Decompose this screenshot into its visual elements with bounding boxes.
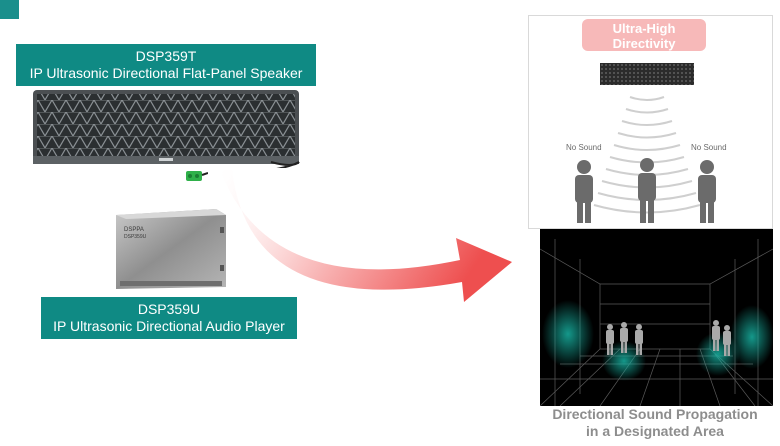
room-person-icon [620,322,628,353]
no-sound-right-label: No Sound [691,143,727,152]
person-left-icon [575,160,593,223]
speaker-image [33,90,300,168]
person-center-icon [638,158,656,223]
mini-speaker-icon [600,63,694,85]
room-person-icon [635,324,643,355]
speaker-label: DSP359T IP Ultrasonic Directional Flat-P… [16,44,316,86]
player-model: DSP359U [137,301,201,317]
badge-line-2: Directivity [612,36,676,51]
directivity-illustration [575,63,716,223]
speaker-description: IP Ultrasonic Directional Flat-Panel Spe… [29,65,303,81]
badge-line-1: Ultra-High [612,21,676,36]
person-right-icon [698,160,716,223]
audio-player-image: DSPPA DSP359U [116,209,226,289]
player-model-text: DSP359U [124,234,147,240]
player-label: DSP359U IP Ultrasonic Directional Audio … [41,297,297,339]
room-person-icon [606,324,614,355]
caption-line-2: in a Designated Area [586,423,724,439]
propagation-caption: Directional Sound Propagation in a Desig… [530,406,780,440]
room-person-icon [723,325,731,356]
player-description: IP Ultrasonic Directional Audio Player [53,318,285,334]
no-sound-left-label: No Sound [566,143,602,152]
caption-line-1: Directional Sound Propagation [552,406,758,422]
flow-arrow [220,170,512,302]
speaker-model: DSP359T [135,48,197,64]
player-brand-text: DSPPA [124,227,144,233]
ultra-high-directivity-badge: Ultra-High Directivity [582,19,706,51]
corner-marker [0,0,19,19]
connector-icon [186,171,208,181]
room-person-icon [712,320,720,351]
room-render-illustration [540,239,773,406]
